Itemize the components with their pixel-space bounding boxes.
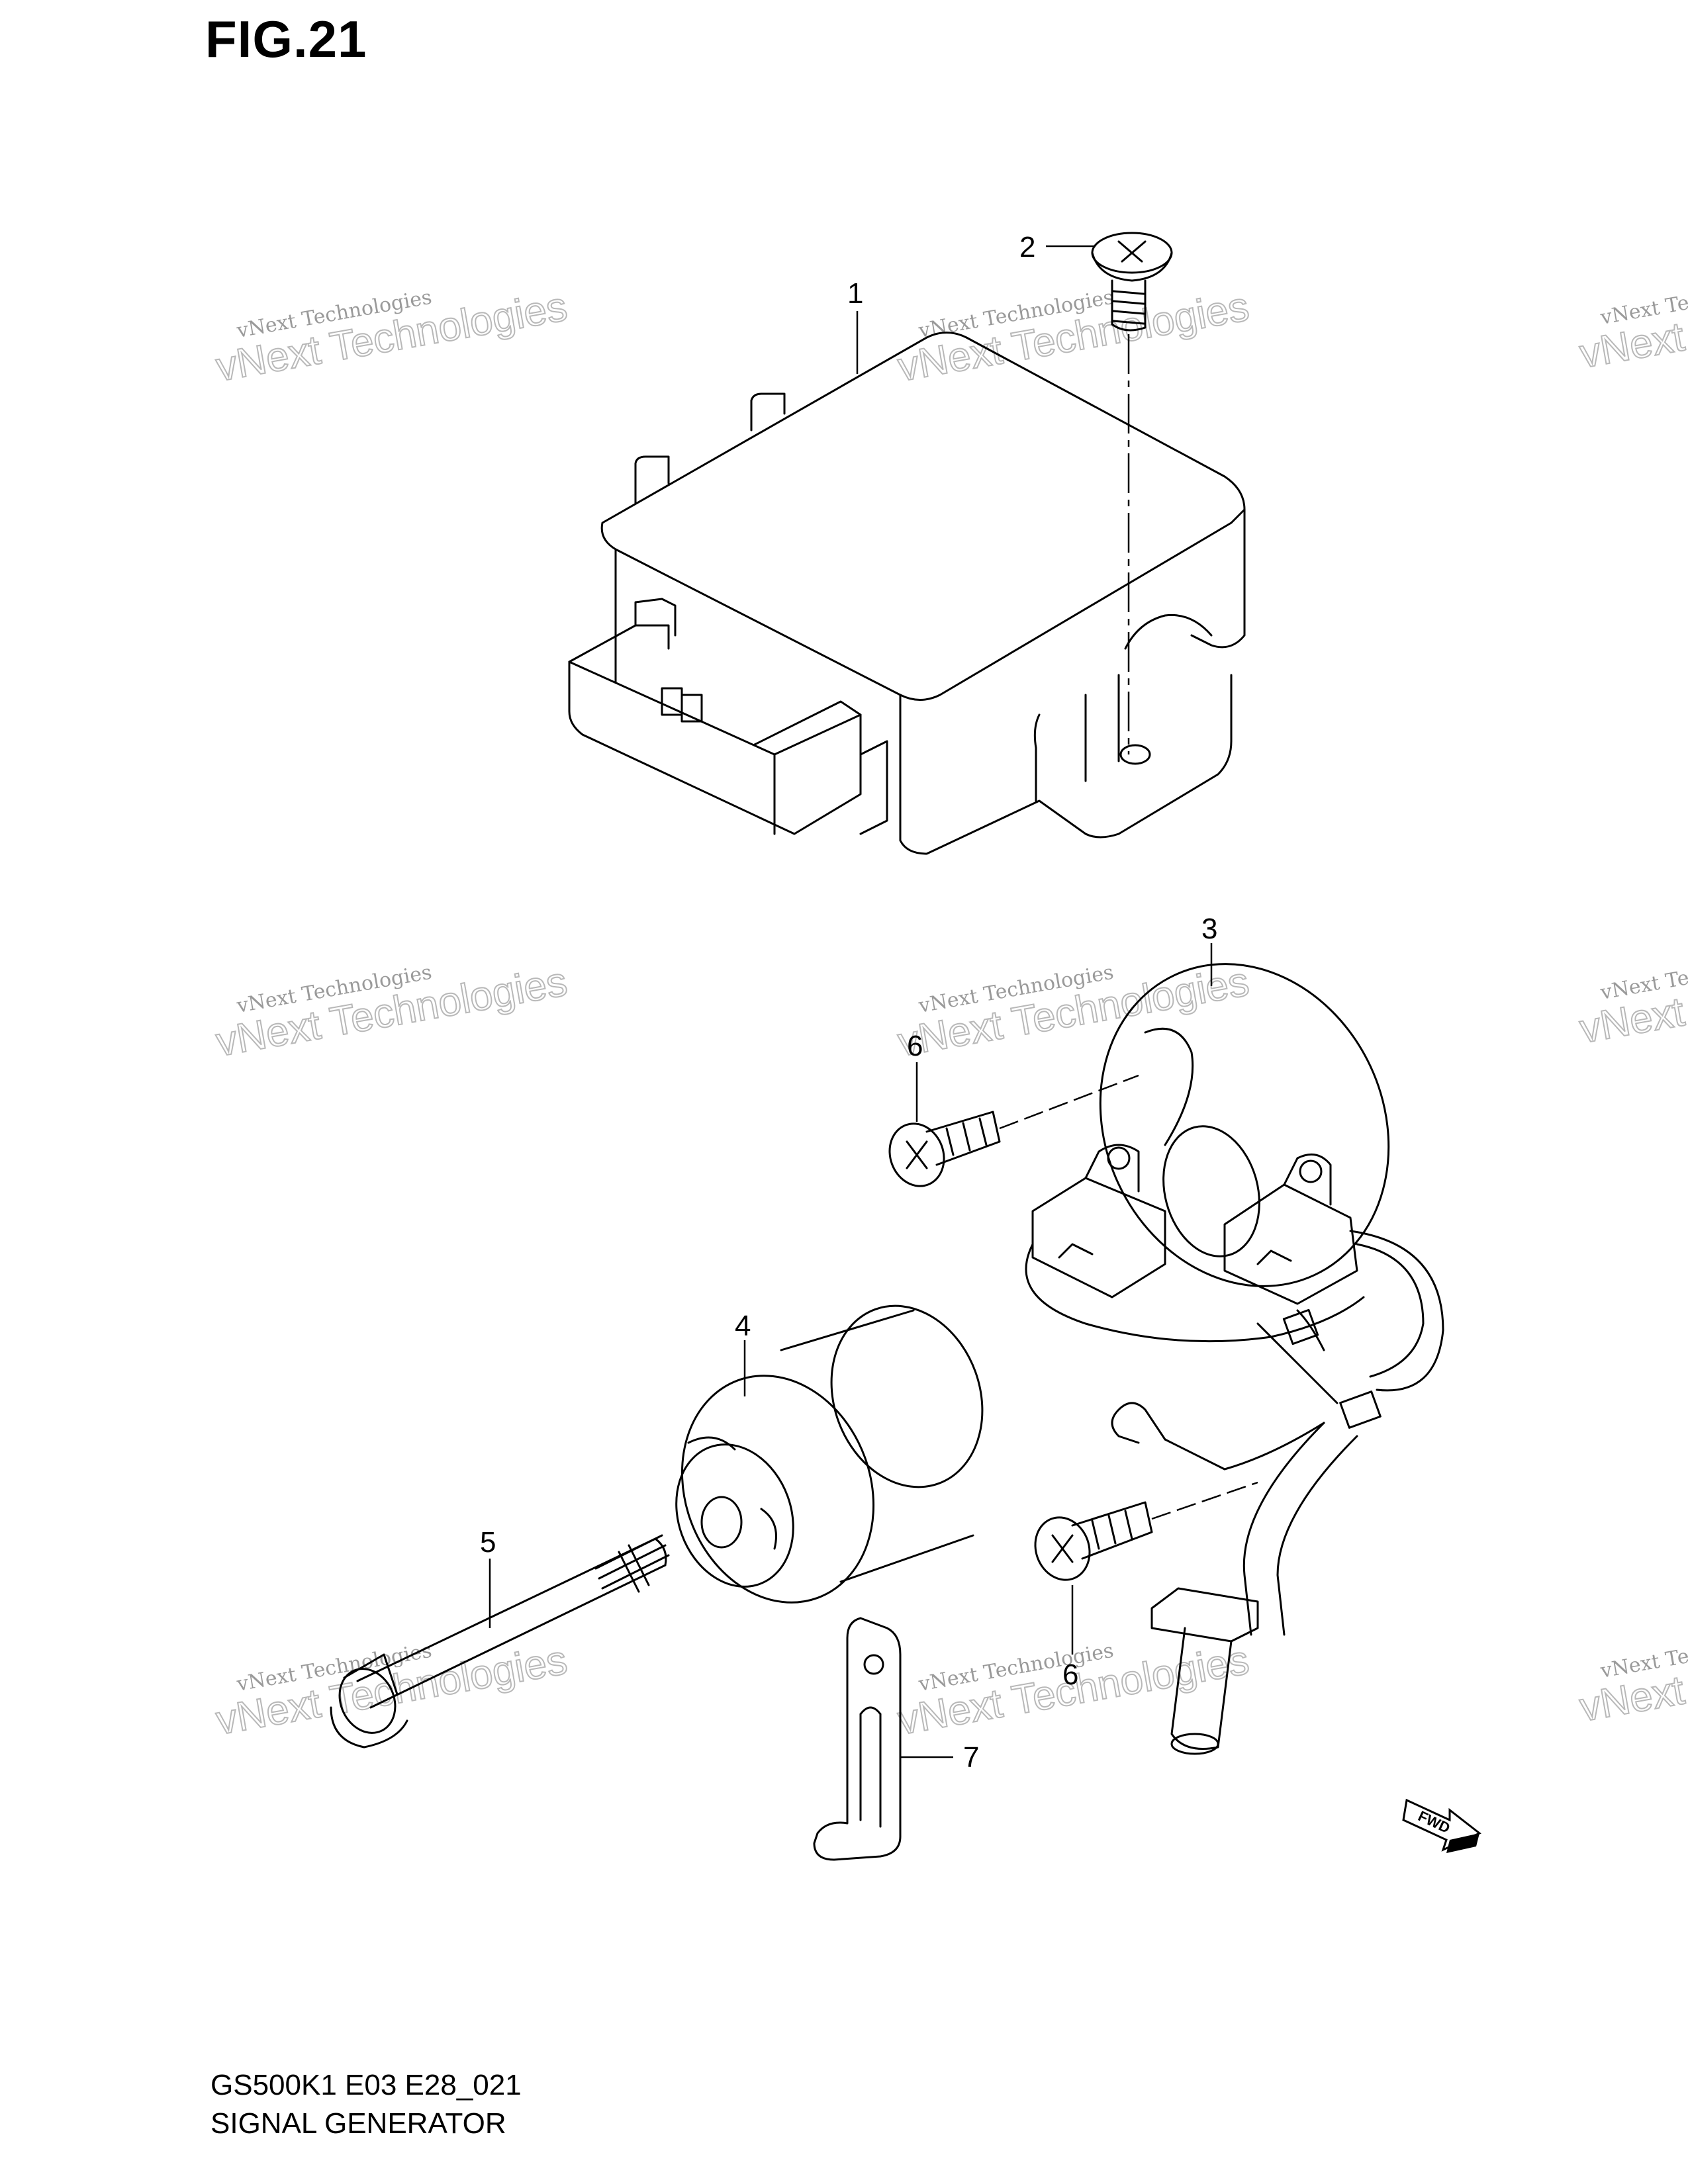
part-6-screw-lower bbox=[1034, 1501, 1153, 1581]
callout-2: 2 bbox=[1019, 231, 1035, 263]
part-3-signal-generator bbox=[1025, 963, 1444, 1755]
watermark: vNext Technologies vNext Technologies bbox=[212, 958, 571, 1066]
part-6-screw-upper bbox=[888, 1111, 1001, 1187]
watermark: vNext Technologies vNext Technologies bbox=[894, 283, 1252, 391]
callout-3: 3 bbox=[1201, 913, 1217, 945]
callout-7: 7 bbox=[963, 1741, 979, 1774]
part-2-screw bbox=[1091, 232, 1173, 332]
svg-text:vNext Technologies: vNext Technologies bbox=[1576, 1624, 1688, 1731]
watermarks: vNext Technologies vNext Technologies vN… bbox=[212, 270, 1688, 1745]
callout-1: 1 bbox=[847, 277, 863, 310]
callouts: 1 2 3 4 5 6 6 7 bbox=[480, 231, 1217, 1774]
watermark: vNext Technologies vNext Technologies bbox=[894, 958, 1252, 1066]
figure-title: FIG.21 bbox=[205, 10, 367, 68]
watermark: vNext Technologies vNext Technologies bbox=[212, 283, 571, 391]
part-4-rotor bbox=[675, 1304, 984, 1604]
watermark: vNext Technologies vNext Technologies bbox=[1575, 945, 1688, 1053]
model-code: GS500K1 E03 E28_021 bbox=[211, 2069, 522, 2101]
part-5-bolt bbox=[330, 1534, 670, 1749]
section-name: SIGNAL GENERATOR bbox=[211, 2107, 506, 2140]
part-7-clamp bbox=[813, 1617, 902, 1861]
svg-text:vNext Technologies: vNext Technologies bbox=[1576, 946, 1688, 1052]
callout-4: 4 bbox=[735, 1310, 751, 1342]
part-1-control-unit bbox=[568, 332, 1246, 855]
fwd-arrow-icon: FWD bbox=[1402, 1798, 1481, 1853]
callout-5: 5 bbox=[480, 1526, 496, 1559]
callout-6-upper: 6 bbox=[907, 1030, 923, 1062]
svg-text:vNext Technologies: vNext Technologies bbox=[1576, 271, 1688, 377]
figure-footer: GS500K1 E03 E28_021 SIGNAL GENERATOR bbox=[211, 2066, 522, 2143]
callout-6-lower: 6 bbox=[1062, 1659, 1078, 1691]
screw-lower-centerline bbox=[1151, 1481, 1258, 1520]
watermark: vNext Technologies vNext Technologies bbox=[1575, 1623, 1688, 1731]
screw-upper-centerline bbox=[999, 1074, 1139, 1130]
watermark: vNext Technologies vNext Technologies bbox=[1575, 270, 1688, 378]
